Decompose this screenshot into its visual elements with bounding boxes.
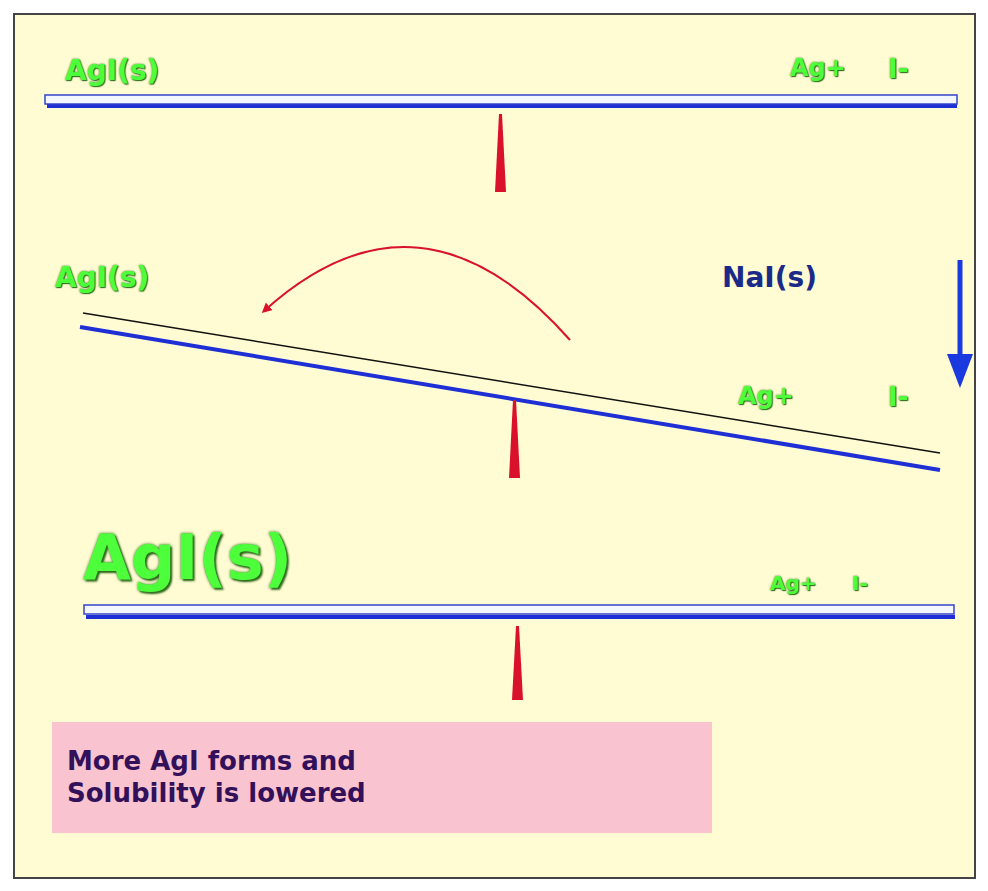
chemical-label: I- — [852, 572, 868, 595]
note-box: More AgI forms and Solubility is lowered — [52, 722, 712, 833]
note-text: More AgI forms and Solubility is lowered — [67, 746, 467, 808]
chemical-label: I- — [888, 55, 908, 85]
beam-shadow — [86, 615, 955, 619]
chemical-label: AgI(s) — [65, 55, 159, 87]
chemical-label: Ag+ — [738, 383, 794, 411]
add-arrow-head — [947, 354, 973, 388]
chemical-label: Ag+ — [790, 55, 846, 83]
chemical-label: Ag+ — [770, 572, 817, 595]
chemical-label: AgI(s) — [55, 262, 149, 294]
chemical-label: AgI(s) — [83, 522, 292, 593]
pivot-wedge — [495, 114, 506, 192]
balance-beam — [84, 605, 954, 614]
background-panel — [14, 14, 975, 878]
beam-shadow — [80, 327, 940, 470]
shift-arrow — [264, 247, 570, 340]
pivot-wedge — [509, 400, 520, 478]
pivot-wedge — [512, 626, 523, 700]
add-arrow — [958, 260, 963, 358]
reagent-label: NaI(s) — [722, 262, 817, 294]
chemical-label: I- — [888, 383, 908, 413]
balance-beam — [45, 95, 957, 104]
